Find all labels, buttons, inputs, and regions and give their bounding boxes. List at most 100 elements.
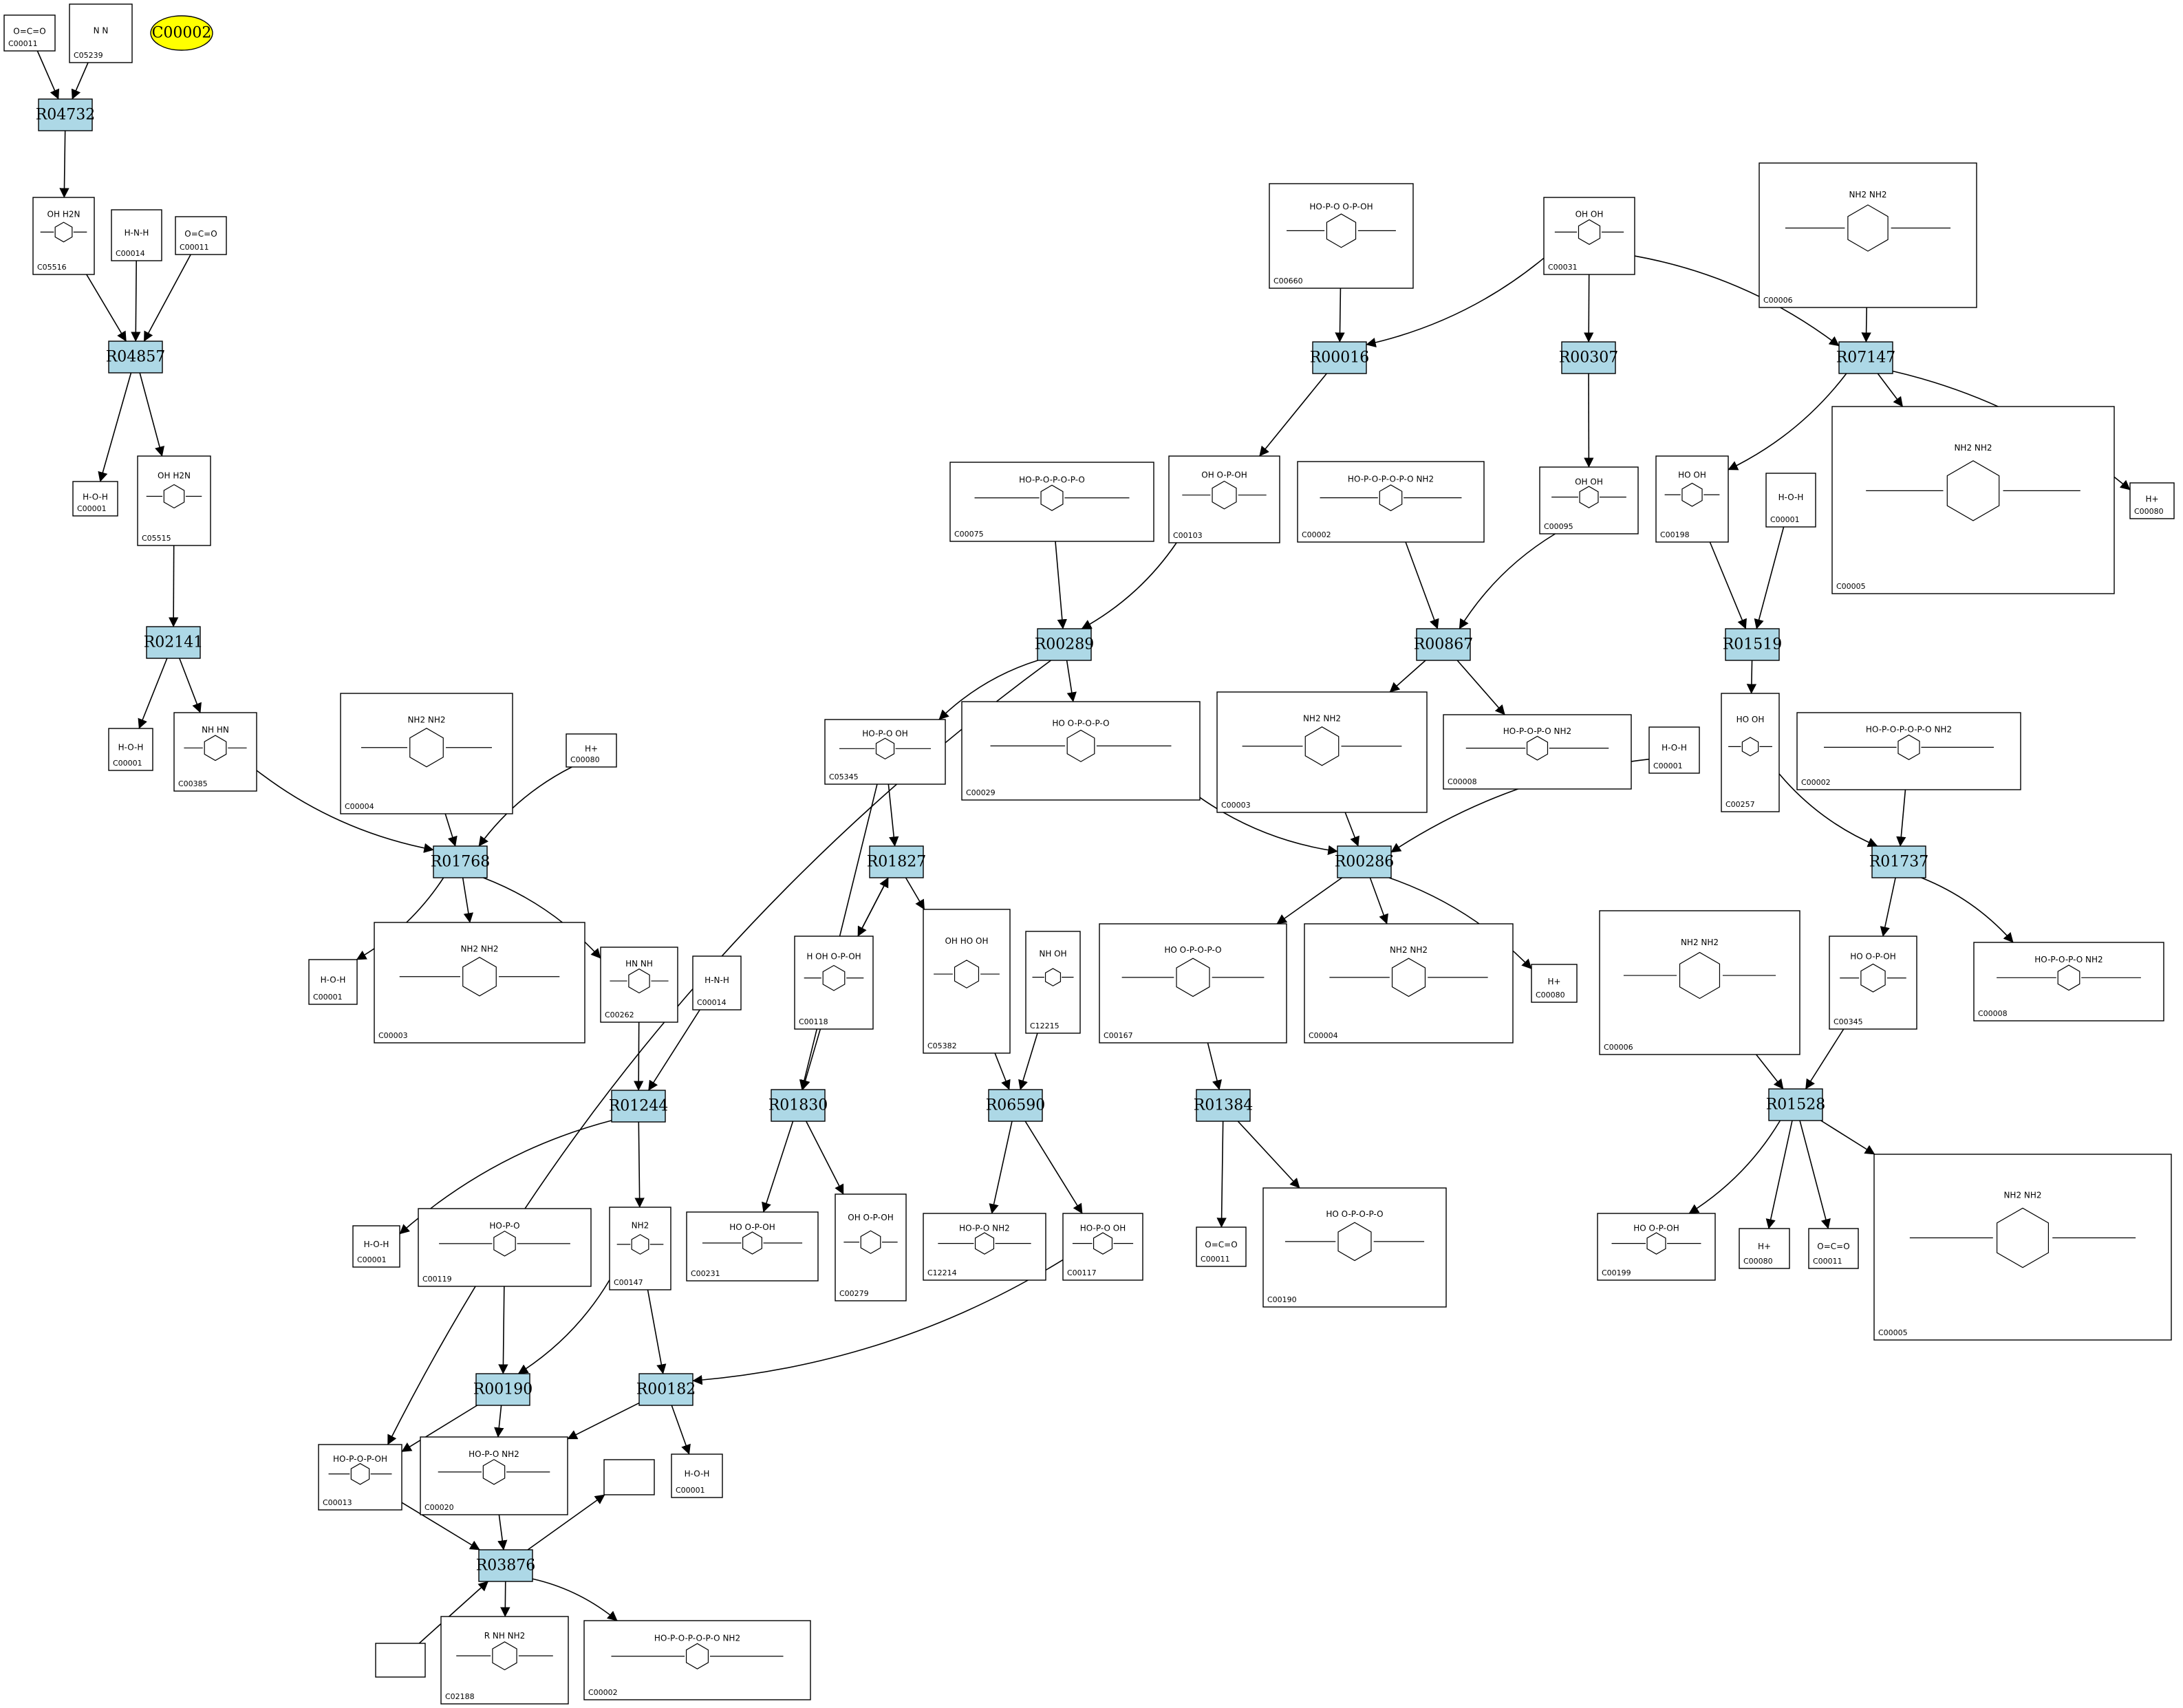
compound-box <box>1721 693 1780 812</box>
reaction-node[interactable]: R00190 <box>473 1373 533 1406</box>
highlight-compound[interactable]: C00002 <box>150 15 213 51</box>
reaction-node[interactable]: R04857 <box>106 340 166 374</box>
reaction-edge <box>1276 877 1343 925</box>
reaction-node[interactable]: R01384 <box>1194 1089 1254 1122</box>
compound-box <box>1808 1228 1859 1269</box>
compound-node[interactable]: H+C00080 <box>1531 964 1578 1003</box>
compound-node[interactable]: H+C00080 <box>2129 482 2175 519</box>
reaction-node[interactable]: R01737 <box>1869 845 1929 878</box>
molecule-label: H+ <box>585 744 598 754</box>
compound-node[interactable] <box>603 1459 655 1495</box>
reaction-node[interactable]: R00867 <box>1414 628 1474 661</box>
reaction-edge <box>36 50 60 100</box>
reaction-node[interactable]: R04732 <box>36 98 96 131</box>
reaction-node[interactable]: R01768 <box>431 845 491 878</box>
reaction-id: R00016 <box>1310 349 1370 367</box>
reaction-node[interactable]: R07147 <box>1836 341 1896 374</box>
reaction-node[interactable]: R01528 <box>1766 1088 1826 1121</box>
compound-id: C00001 <box>113 759 142 768</box>
reaction-node[interactable]: R01519 <box>1723 628 1783 661</box>
compound-id: C00001 <box>77 504 107 513</box>
reaction-node[interactable]: R03876 <box>476 1549 536 1582</box>
reaction-edge <box>1688 1120 1781 1214</box>
reaction-node[interactable]: R01827 <box>867 845 927 878</box>
reaction-node[interactable]: R01830 <box>768 1089 828 1122</box>
compound-node[interactable]: H+C00080 <box>1739 1228 1790 1269</box>
reaction-node[interactable]: R02141 <box>144 626 204 659</box>
compound-node[interactable] <box>375 1643 426 1678</box>
molecule-label: O=C=O <box>13 26 45 36</box>
reaction-node[interactable]: R00307 <box>1559 341 1619 374</box>
reaction-node[interactable]: R00289 <box>1035 628 1095 661</box>
reaction-node[interactable]: R01244 <box>609 1090 669 1123</box>
compound-node[interactable]: H+C00080 <box>566 733 617 768</box>
reaction-edge <box>1896 789 1906 847</box>
reaction-node[interactable]: R06590 <box>986 1089 1046 1122</box>
molecule-label: OH O-P-OH <box>1201 471 1247 480</box>
molecule-label: OH H2N <box>158 471 191 481</box>
reaction-node[interactable]: R00286 <box>1335 845 1395 878</box>
reaction-node[interactable]: R00016 <box>1310 341 1370 374</box>
compound-box <box>1196 1226 1247 1267</box>
highlight-node[interactable]: C00002 <box>150 15 213 51</box>
reaction-node[interactable]: R00182 <box>636 1373 696 1406</box>
reaction-edge <box>59 130 69 198</box>
